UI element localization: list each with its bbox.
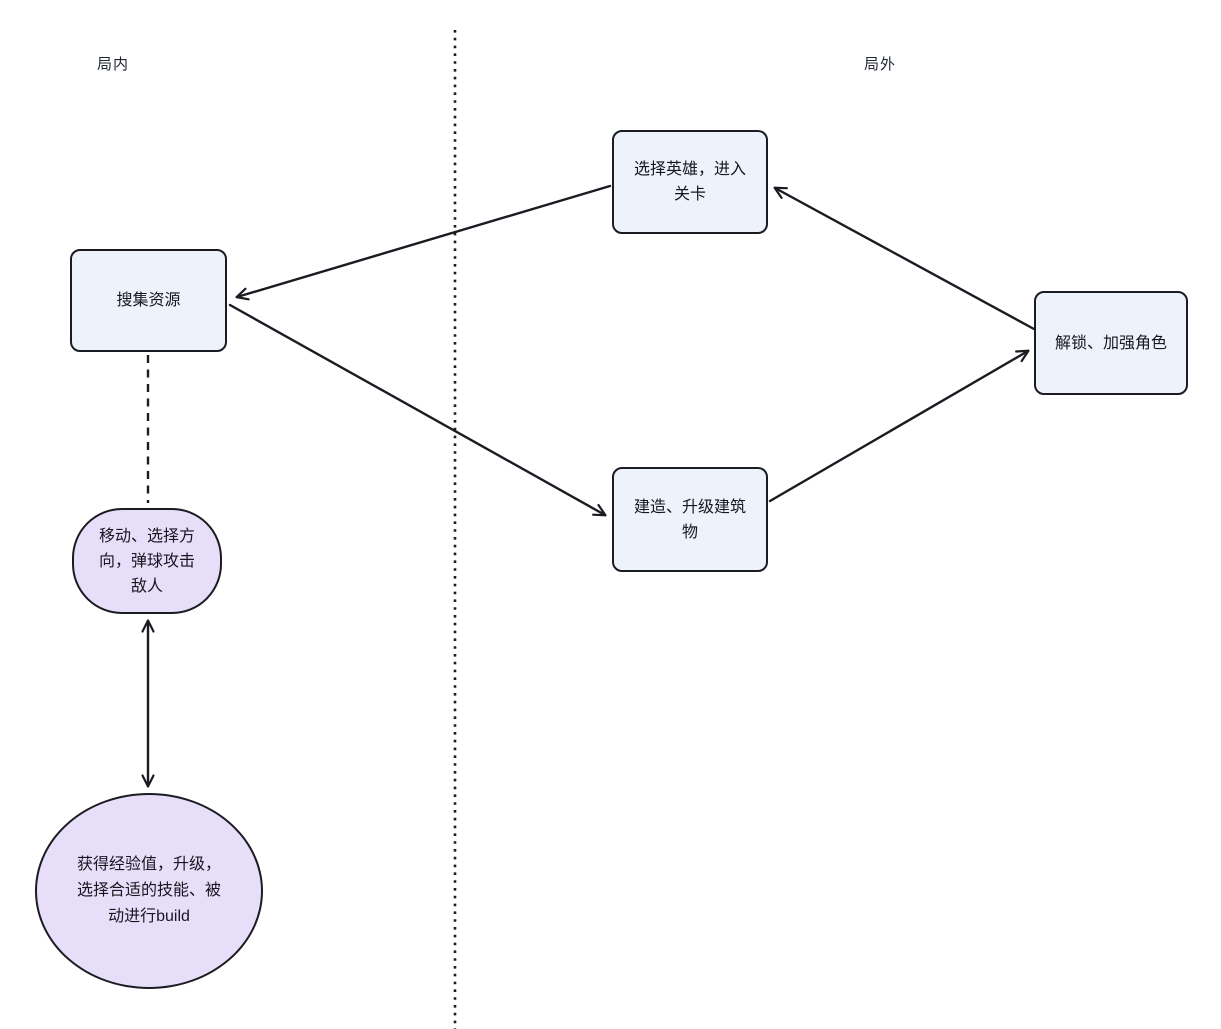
section-label-ingame: 局内 <box>97 56 130 73</box>
node-gather-resources-label: 搜集资源 <box>116 292 181 309</box>
node-gain-exp-build: 获得经验值，升级，选择合适的技能、被动进行build <box>35 793 263 989</box>
node-unlock-strengthen: 解锁、加强角色 <box>1034 291 1188 395</box>
edge-select-hero-to-gather <box>235 184 612 301</box>
section-label-outgame: 局外 <box>864 56 897 73</box>
node-move-attack: 移动、选择方向，弹球攻击敌人 <box>72 508 222 614</box>
edge-gather-to-build <box>228 303 607 517</box>
node-move-attack-label: 移动、选择方向，弹球攻击敌人 <box>98 527 195 595</box>
node-build-upgrade: 建造、升级建筑物 <box>612 467 768 572</box>
node-select-hero: 选择英雄，进入关卡 <box>612 130 768 234</box>
edge-unlock-to-select-hero <box>773 186 1036 331</box>
node-build-upgrade-label: 建造、升级建筑物 <box>633 498 746 541</box>
node-gather-resources: 搜集资源 <box>70 249 227 352</box>
edge-build-to-unlock <box>768 349 1030 503</box>
node-unlock-strengthen-label: 解锁、加强角色 <box>1054 334 1167 352</box>
node-gain-exp-build-label: 获得经验值，升级，选择合适的技能、被动进行build <box>76 856 221 925</box>
node-select-hero-label: 选择英雄，进入关卡 <box>633 161 746 203</box>
